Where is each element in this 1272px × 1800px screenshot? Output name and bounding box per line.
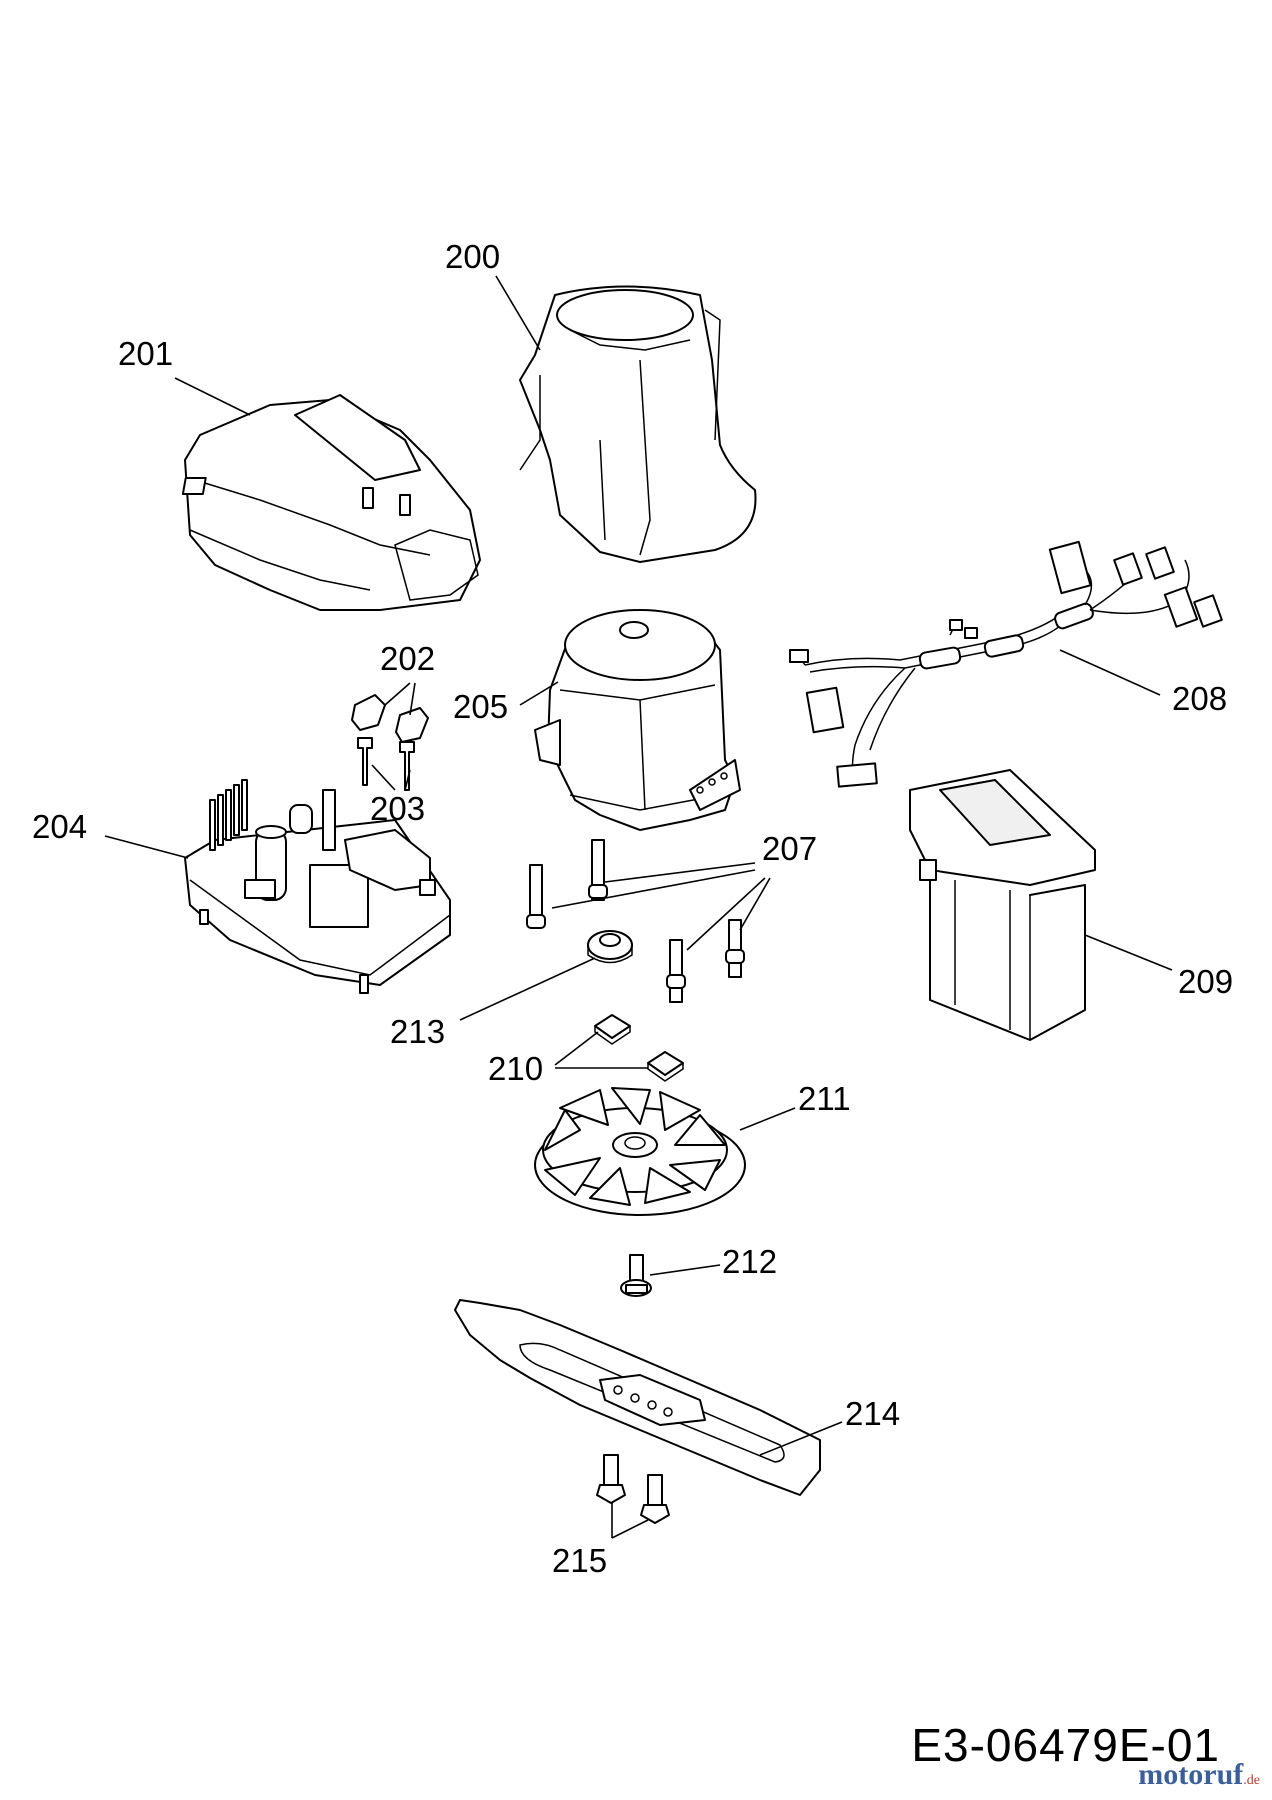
part-212-bolt (620, 1254, 652, 1297)
bolt-207-b (588, 839, 608, 901)
watermark-brand: motoruf (1138, 1758, 1244, 1791)
part-207-bolts (526, 839, 745, 1003)
bolt-207-c (666, 939, 686, 1003)
part-213-spacer (587, 930, 633, 964)
watermark-tld: .de (1243, 1773, 1260, 1788)
callout-205: 205 (453, 688, 508, 725)
callout-210: 210 (488, 1050, 543, 1087)
callout-200: 200 (445, 238, 500, 275)
callout-214: 214 (845, 1395, 900, 1432)
callout-203: 203 (370, 790, 425, 827)
callout-208: 208 (1172, 680, 1227, 717)
leader-lines (104, 275, 1173, 1539)
bolt-215-a (596, 1454, 626, 1504)
callout-212: 212 (722, 1243, 777, 1280)
bolt-207-a (526, 864, 546, 929)
part-200-housing (519, 285, 757, 563)
part-215-bolts (596, 1454, 670, 1524)
callout-labels: 200 201 202 203 204 205 207 208 209 210 … (32, 238, 1233, 1579)
part-211-fan (534, 1087, 746, 1216)
bolt-207-d (725, 919, 745, 978)
bolt-215-b (640, 1474, 670, 1524)
part-209-battery (909, 769, 1096, 1041)
callout-209: 209 (1178, 963, 1233, 1000)
callout-204: 204 (32, 808, 87, 845)
callout-211: 211 (798, 1080, 851, 1117)
part-204-control-board (184, 779, 451, 994)
callout-201: 201 (118, 335, 173, 372)
part-210-nuts (594, 1014, 684, 1082)
part-202-clips (351, 694, 429, 743)
callout-213: 213 (390, 1013, 445, 1050)
drawing-code: E3-06479E-01 (911, 1719, 1220, 1771)
callout-202: 202 (380, 640, 435, 677)
motoruf-watermark: motoruf.de (1138, 1758, 1260, 1792)
part-201-cover (181, 394, 481, 611)
part-203-screws (357, 737, 415, 791)
part-208-wire-harness (789, 540, 1223, 788)
part-205-motor (534, 609, 741, 831)
callout-207: 207 (762, 830, 817, 867)
part-214-blade (454, 1299, 821, 1496)
callout-215: 215 (552, 1542, 607, 1579)
part-204-pin-header (209, 779, 248, 851)
